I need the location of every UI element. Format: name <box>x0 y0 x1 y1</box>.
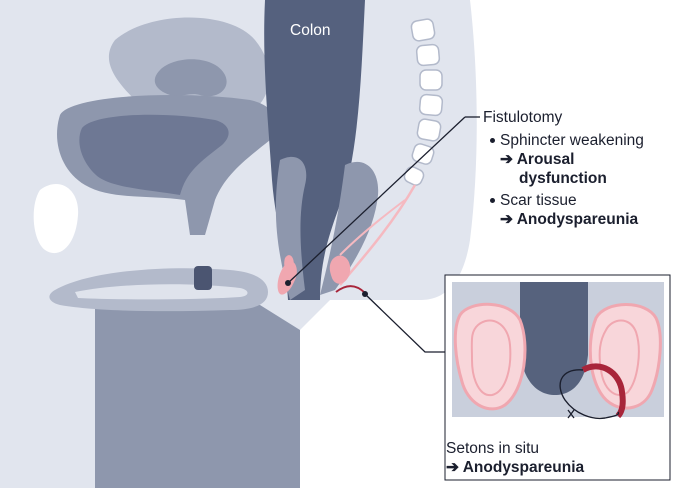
setons-label: Setons in situ <box>446 439 539 458</box>
inset-muscle-left-inner <box>472 321 511 396</box>
anodyspareunia-label-2: ➔ Anodyspareunia <box>446 458 584 477</box>
perineum-region <box>95 296 300 488</box>
fistulotomy-dot <box>285 280 291 286</box>
fistulotomy-label: Fistulotomy <box>483 108 562 127</box>
bullet-sphincter <box>490 138 495 143</box>
bullet-scar <box>490 198 495 203</box>
scar-label: Scar tissue <box>500 191 577 210</box>
colon-label: Colon <box>290 22 331 40</box>
seton-leader <box>365 294 445 352</box>
bladder-neck <box>194 266 212 290</box>
sphincter-label: Sphincter weakening <box>500 131 644 150</box>
inset-rectum <box>520 282 588 395</box>
arousal-label-1: ➔ Arousal <box>500 150 574 169</box>
arousal-label-2: dysfunction <box>519 169 607 188</box>
anodyspareunia-label-1: ➔ Anodyspareunia <box>500 210 638 229</box>
